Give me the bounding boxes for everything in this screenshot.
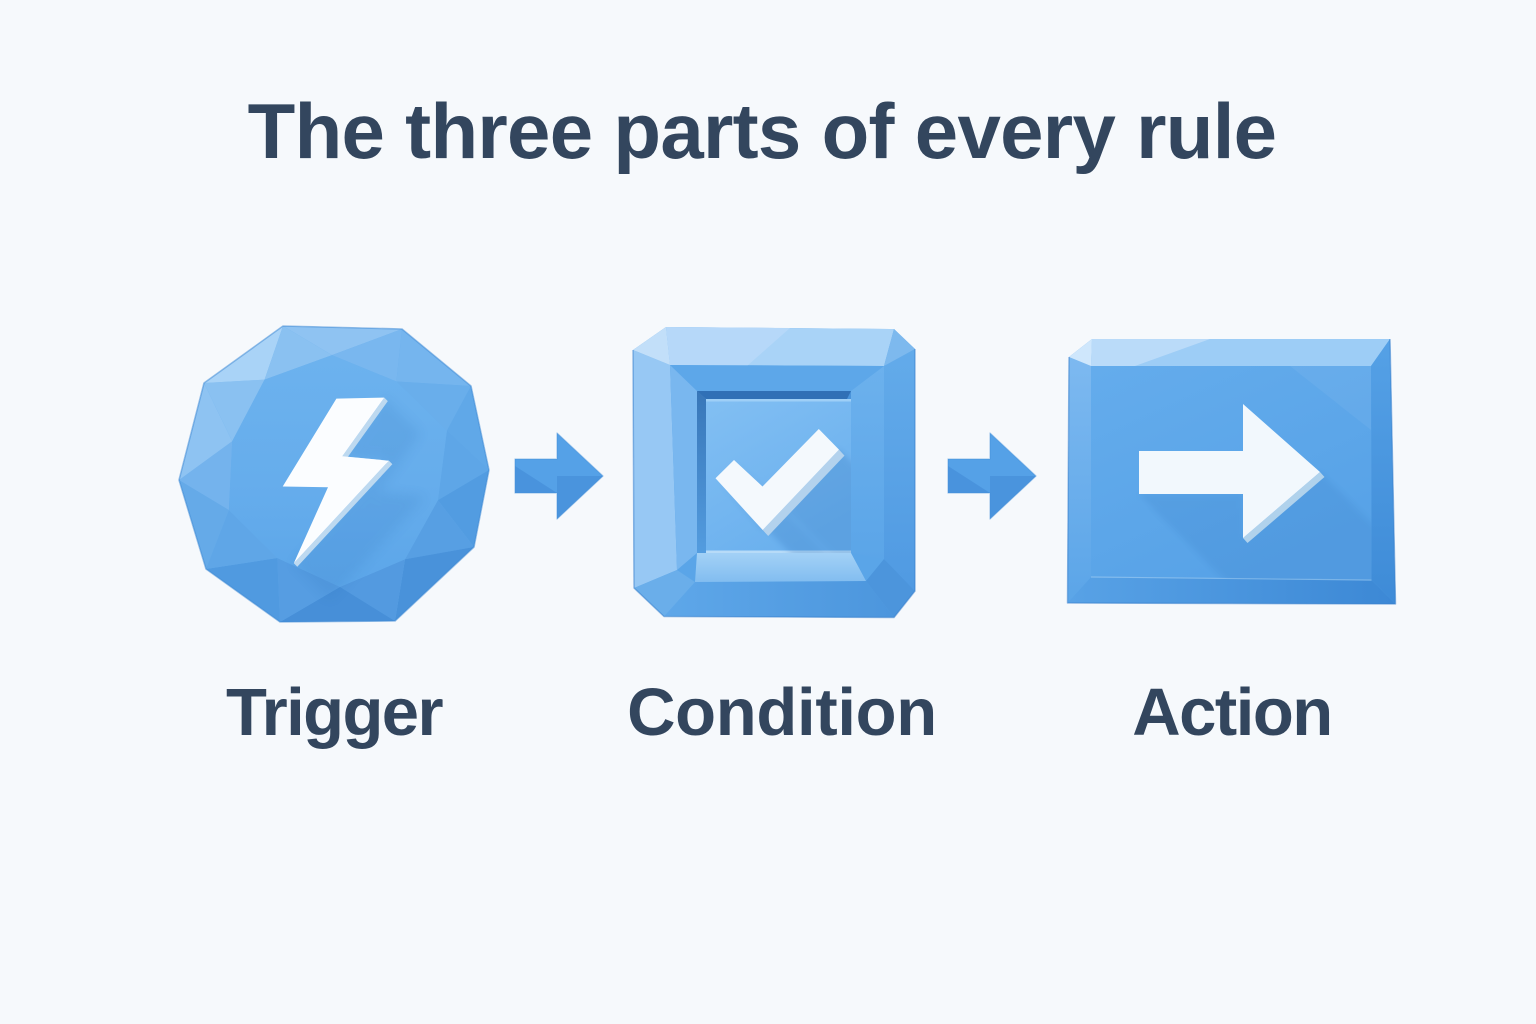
svg-text:Condition: Condition — [627, 675, 937, 750]
svg-text:Trigger: Trigger — [226, 675, 443, 750]
svg-text:The three parts of every rule: The three parts of every rule — [248, 87, 1277, 175]
svg-text:Action: Action — [1132, 675, 1331, 750]
